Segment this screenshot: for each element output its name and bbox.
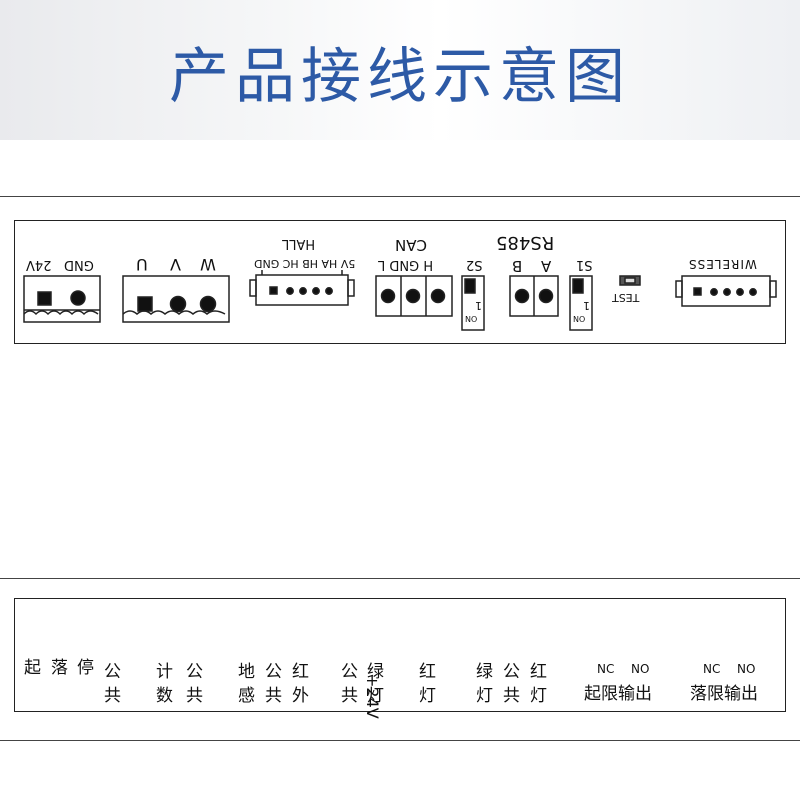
label-count: 计数 bbox=[156, 662, 173, 706]
can-terminal bbox=[375, 275, 453, 317]
label-common-1: 公共 bbox=[104, 662, 121, 706]
s1-dip-switch bbox=[569, 275, 593, 331]
hall-title: HALL bbox=[282, 236, 316, 251]
power-label-24v: 24V bbox=[26, 257, 52, 272]
controller-board-bottom bbox=[14, 598, 786, 712]
s2-on-label: ON bbox=[465, 314, 478, 323]
label-red-light-1: 红灯 bbox=[419, 662, 436, 706]
label-stop: 停 bbox=[77, 658, 94, 678]
label-common-4: 公共 bbox=[341, 662, 358, 706]
rs485-label-a: A bbox=[541, 257, 552, 275]
power-label-gnd: GND bbox=[64, 257, 94, 272]
test-button bbox=[619, 275, 641, 286]
divider-line-middle bbox=[0, 578, 800, 580]
label-nc-1: NC bbox=[597, 662, 615, 676]
label-start: 起 bbox=[24, 658, 41, 678]
motor-label-w: W bbox=[200, 255, 216, 274]
page-title: 产品接线示意图 bbox=[169, 42, 631, 112]
header-banner bbox=[0, 0, 800, 140]
hall-pin-labels: 5V HA HB HC GND bbox=[254, 257, 356, 270]
wireless-connector bbox=[675, 275, 777, 307]
s2-label: S2 bbox=[466, 257, 483, 272]
label-ground-sense: 地感 bbox=[238, 662, 255, 706]
s2-one-label: 1 bbox=[475, 299, 482, 312]
divider-line-bottom bbox=[0, 740, 800, 742]
power-terminal bbox=[23, 275, 101, 323]
label-no-2: NO bbox=[737, 662, 756, 676]
wireless-label: WIRELESS bbox=[688, 257, 757, 271]
motor-label-v: V bbox=[170, 255, 181, 274]
label-red-light-2: 红灯 bbox=[530, 662, 547, 706]
s1-on-label: ON bbox=[573, 314, 586, 323]
label-fall-limit-output: 落限输出 bbox=[690, 684, 758, 704]
motor-label-u: U bbox=[136, 255, 148, 274]
s1-one-label: 1 bbox=[583, 299, 590, 312]
s1-label: S1 bbox=[576, 257, 593, 272]
test-label: TEST bbox=[612, 291, 640, 304]
rs485-title: RS485 bbox=[496, 232, 555, 253]
s2-dip-switch bbox=[461, 275, 485, 331]
label-fall: 落 bbox=[51, 658, 68, 678]
label-common-3: 公共 bbox=[265, 662, 282, 706]
label-common-5: 公共 bbox=[503, 662, 520, 706]
rs485-terminal bbox=[509, 275, 559, 317]
label-nc-2: NC bbox=[703, 662, 721, 676]
label-plus24v: +24V bbox=[363, 674, 382, 719]
divider-line-top bbox=[0, 196, 800, 198]
label-no-1: NO bbox=[631, 662, 650, 676]
label-infrared: 红外 bbox=[292, 662, 309, 706]
hall-connector bbox=[249, 270, 355, 306]
motor-terminal bbox=[122, 275, 230, 323]
rs485-label-b: B bbox=[512, 257, 523, 275]
label-common-2: 公共 bbox=[186, 662, 203, 706]
label-green-light-2: 绿灯 bbox=[476, 662, 493, 706]
label-green-light-1: 绿灯 bbox=[367, 662, 384, 706]
label-rise-limit-output: 起限输出 bbox=[584, 684, 652, 704]
controller-board-top bbox=[14, 220, 786, 344]
can-title: CAN bbox=[395, 236, 427, 254]
can-pin-labels: H GND L bbox=[378, 257, 434, 272]
